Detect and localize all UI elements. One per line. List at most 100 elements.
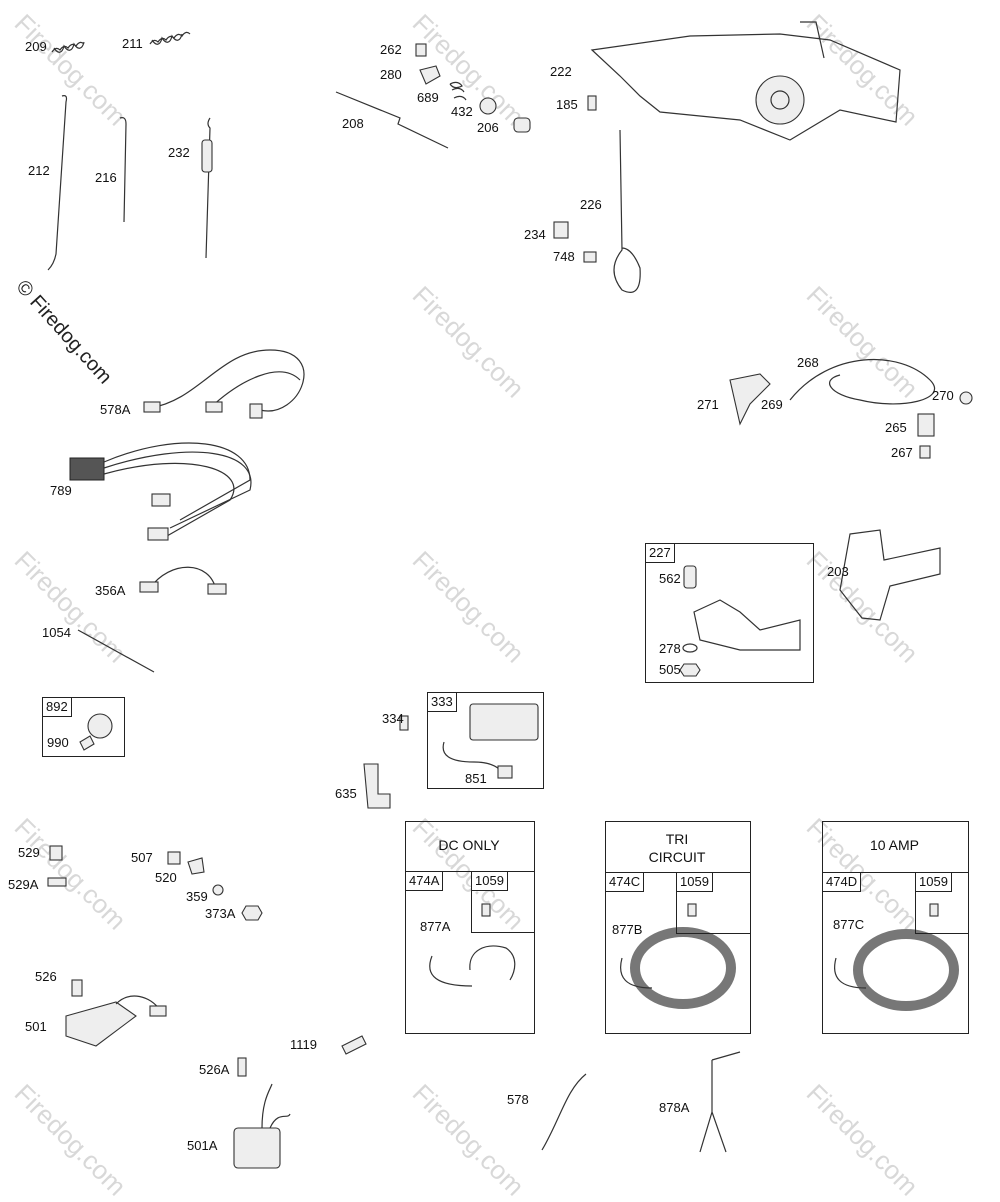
panel-dc-subbox (405, 871, 535, 1034)
part-label-270: 270 (932, 388, 954, 403)
screw-262-shape (415, 43, 427, 57)
part-label-529a: 529A (8, 877, 39, 892)
wire-226-shape (613, 129, 641, 293)
stator-877b-shape (620, 927, 736, 1009)
part-label-226: 226 (580, 197, 602, 212)
part-label-878a: 878A (659, 1100, 690, 1115)
rod-216-shape (119, 117, 127, 223)
screw-526a-shape (237, 1057, 247, 1077)
part-label-851: 851 (465, 771, 487, 786)
kit-label-1059-b: 1059 (676, 872, 713, 892)
bushing-432-shape (479, 97, 497, 115)
part-label-216: 216 (95, 170, 117, 185)
screw-185-shape (587, 95, 597, 111)
part-label-1054: 1054 (42, 625, 71, 640)
part-label-990: 990 (47, 735, 69, 750)
kit-label-892: 892 (42, 697, 72, 717)
key-switch-892-shape (79, 713, 113, 751)
regulator-501-shape (65, 979, 167, 1047)
part-label-748: 748 (553, 249, 575, 264)
panel-title-dc-only: DC ONLY (438, 837, 500, 853)
part-label-501a: 501A (187, 1138, 218, 1153)
spring-232-shape (201, 117, 213, 259)
part-label-232: 232 (168, 145, 190, 160)
nut-206-shape (513, 117, 531, 133)
screw-748-shape (583, 251, 597, 263)
part-label-526: 526 (35, 969, 57, 984)
nut-373a-shape (241, 905, 263, 921)
regulator-501a-shape (233, 1083, 291, 1169)
tie-1054-shape (77, 629, 155, 673)
part-label-262: 262 (380, 42, 402, 57)
part-label-208: 208 (342, 116, 364, 131)
part-label-206: 206 (477, 120, 499, 135)
bracket-203-shape (839, 529, 941, 621)
bracket-222-shape (590, 21, 901, 141)
part-label-185: 185 (556, 97, 578, 112)
clip-234-shape (553, 221, 569, 239)
stator-877c-shape (834, 929, 959, 1011)
kit-label-333: 333 (427, 692, 457, 712)
panel-amp-subbox (822, 872, 969, 1034)
part-label-689: 689 (417, 90, 439, 105)
part-label-578a: 578A (100, 402, 131, 417)
spring-209-shape (51, 41, 85, 53)
part-label-222: 222 (550, 64, 572, 79)
kit-box-892 (42, 697, 125, 757)
panel-title-circuit: CIRCUIT (648, 849, 706, 865)
part-label-212: 212 (28, 163, 50, 178)
kit-label-474d: 474D (822, 872, 862, 892)
part-label-234: 234 (524, 227, 546, 242)
part-label-268: 268 (797, 355, 819, 370)
panel-title-10-amp: 10 AMP (869, 837, 920, 853)
kit-box-227 (645, 543, 814, 683)
part-label-356a: 356A (95, 583, 126, 598)
part-label-501: 501 (25, 1019, 47, 1034)
screw-1059-shape (687, 903, 697, 917)
bracket-227-shape (679, 565, 801, 677)
screw-334-shape (399, 715, 409, 731)
clip-529-shape (49, 845, 63, 861)
part-label-203: 203 (827, 564, 849, 579)
part-label-280: 280 (380, 67, 402, 82)
boot-635-shape (363, 763, 391, 809)
part-label-432: 432 (451, 104, 473, 119)
screw-1059-shape (481, 903, 491, 917)
part-label-578: 578 (507, 1092, 529, 1107)
part-507-shape (167, 851, 181, 865)
part-label-211: 211 (122, 36, 143, 51)
panel-title-tri: TRI (665, 831, 689, 847)
link-208-shape (335, 91, 449, 149)
bolt-1119-shape (341, 1035, 367, 1055)
part-label-267: 267 (891, 445, 913, 460)
part-label-877a: 877A (420, 919, 451, 934)
part-label-526a: 526A (199, 1062, 230, 1077)
harness-789-shape (69, 442, 252, 541)
stator-877a-shape (429, 945, 516, 987)
harness-578a-shape (143, 349, 305, 419)
part-label-209: 209 (25, 39, 47, 54)
part-label-1119: 1119 (290, 1037, 317, 1052)
wire-356a-shape (139, 566, 227, 595)
part-label-505: 505 (659, 662, 681, 677)
part-label-635: 635 (335, 786, 357, 801)
part-label-269: 269 (761, 397, 783, 412)
part-label-359: 359 (186, 889, 208, 904)
kit-label-474c: 474C (605, 872, 645, 892)
screw-1059-shape (929, 903, 939, 917)
part-label-877b: 877B (612, 922, 643, 937)
part-label-877c: 877C (833, 917, 865, 932)
module-333-shape (442, 703, 539, 779)
cable-268-shape (729, 358, 973, 459)
kit-label-227: 227 (645, 543, 675, 563)
part-label-271: 271 (697, 397, 719, 412)
harness-878a-shape (699, 1051, 741, 1153)
kit-box-333 (427, 692, 544, 789)
washer-359-shape (212, 884, 224, 896)
kit-label-474a: 474A (405, 871, 444, 891)
rod-212-shape (47, 95, 68, 271)
spring-689-shape (449, 81, 467, 101)
part-label-520: 520 (155, 870, 177, 885)
